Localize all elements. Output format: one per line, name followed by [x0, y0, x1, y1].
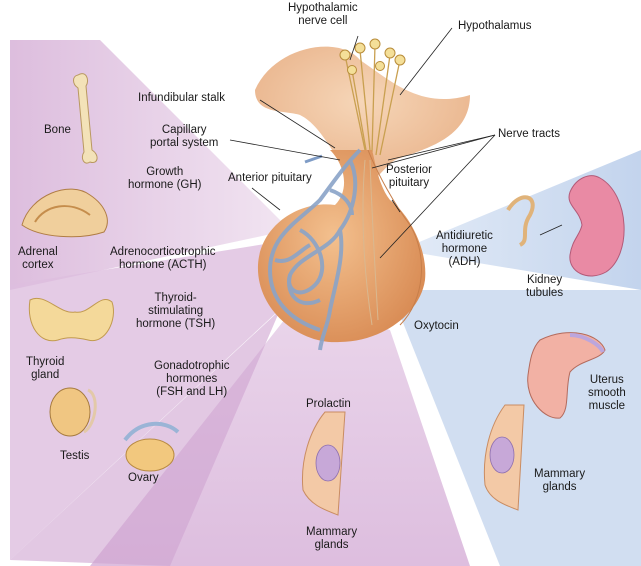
acth-label: Adrenocorticotrophic hormone (ACTH)	[110, 246, 215, 272]
adrenal-cortex-illustration	[21, 188, 108, 238]
hypothalamus	[255, 38, 470, 185]
mammary-gland-right-illustration	[483, 404, 525, 511]
posterior-pituitary-line-1: Posterior	[386, 164, 433, 176]
mammary-glands-right-label: Mammary glands	[534, 468, 585, 494]
ovary-illustration	[123, 421, 180, 472]
mammary-gland-bottom-illustration	[301, 411, 346, 516]
adrenal-line-1: Adrenal	[18, 246, 58, 258]
adh-line-2: hormone	[441, 243, 488, 255]
uterus-illustration	[527, 332, 606, 419]
adh-line-3: (ADH)	[448, 256, 481, 268]
posterior-pituitary-line-2: pituitary	[388, 177, 430, 189]
adrenal-line-2: cortex	[22, 259, 54, 271]
gh-line-1: Growth	[146, 166, 184, 178]
hypothalamic-nerve-cell-label: Hypothalamic nerve cell	[288, 2, 358, 28]
gonadotrophic-label: Gonadotrophic hormones (FSH and LH)	[154, 360, 229, 399]
leader-lines	[229, 27, 563, 259]
thyroid-illustration	[28, 297, 114, 342]
ovary-label: Ovary	[128, 472, 159, 484]
capillary-portal-line-1: Capillary	[161, 124, 207, 136]
gonadotrophic-line-1: Gonadotrophic	[154, 360, 230, 372]
uterus-line-3: muscle	[588, 400, 626, 412]
thyroid-line-2: gland	[31, 369, 60, 381]
mammary-right-line-2: glands	[542, 481, 577, 493]
tsh-line-1: Thyroid-	[154, 292, 197, 304]
adh-label: Antidiuretic hormone (ADH)	[436, 230, 493, 269]
adh-line-1: Antidiuretic	[436, 230, 493, 242]
oxytocin-label: Oxytocin	[414, 320, 459, 332]
adrenal-cortex-label: Adrenal cortex	[18, 246, 58, 272]
tsh-label: Thyroid- stimulating hormone (TSH)	[136, 292, 215, 331]
uterus-line-1: Uterus	[589, 374, 624, 386]
gh-line-2: hormone (GH)	[128, 179, 202, 191]
acth-line-1: Adrenocorticotrophic	[110, 246, 216, 258]
gonadotrophic-line-2: hormones	[166, 373, 218, 385]
thyroid-line-1: Thyroid	[26, 356, 65, 368]
kidney-line-1: Kidney	[526, 274, 563, 286]
hypothalamic-cell-line-1: Hypothalamic	[288, 2, 358, 14]
hypothalamus-label: Hypothalamus	[458, 20, 532, 32]
mammary-right-line-1: Mammary	[534, 468, 586, 480]
pituitary-gland	[257, 148, 426, 351]
testis-label: Testis	[60, 450, 90, 462]
bone-label: Bone	[44, 124, 71, 136]
hypothalamic-cell-line-2: nerve cell	[298, 15, 348, 27]
gonadotrophic-line-3: (FSH and LH)	[156, 386, 228, 398]
uterus-label: Uterus smooth muscle	[588, 374, 626, 413]
nerve-tracts-label: Nerve tracts	[498, 128, 560, 140]
thyroid-gland-label: Thyroid gland	[26, 356, 64, 382]
posterior-pituitary-label: Posterior pituitary	[386, 164, 432, 190]
mammary-bottom-line-2: glands	[314, 539, 349, 551]
mammary-glands-bottom-label: Mammary glands	[306, 526, 357, 552]
bone-illustration	[73, 73, 98, 164]
capillary-portal-label: Capillary portal system	[150, 124, 218, 150]
kidney-tubules-label: Kidney tubules	[526, 274, 563, 300]
tsh-line-3: hormone (TSH)	[136, 318, 216, 330]
growth-hormone-label: Growth hormone (GH)	[128, 166, 202, 192]
mammary-bottom-line-1: Mammary	[306, 526, 358, 538]
tsh-line-2: stimulating	[148, 305, 204, 317]
testis-illustration	[49, 387, 97, 437]
uterus-line-2: smooth	[588, 387, 626, 399]
kidney-illustration	[506, 175, 625, 277]
prolactin-label: Prolactin	[306, 398, 351, 410]
acth-line-2: hormone (ACTH)	[118, 259, 207, 271]
capillary-network	[268, 148, 362, 351]
kidney-line-2: tubules	[526, 287, 564, 299]
capillary-portal-line-2: portal system	[150, 137, 219, 149]
anterior-pituitary-label: Anterior pituitary	[228, 172, 312, 184]
infundibular-stalk-label: Infundibular stalk	[138, 92, 225, 104]
